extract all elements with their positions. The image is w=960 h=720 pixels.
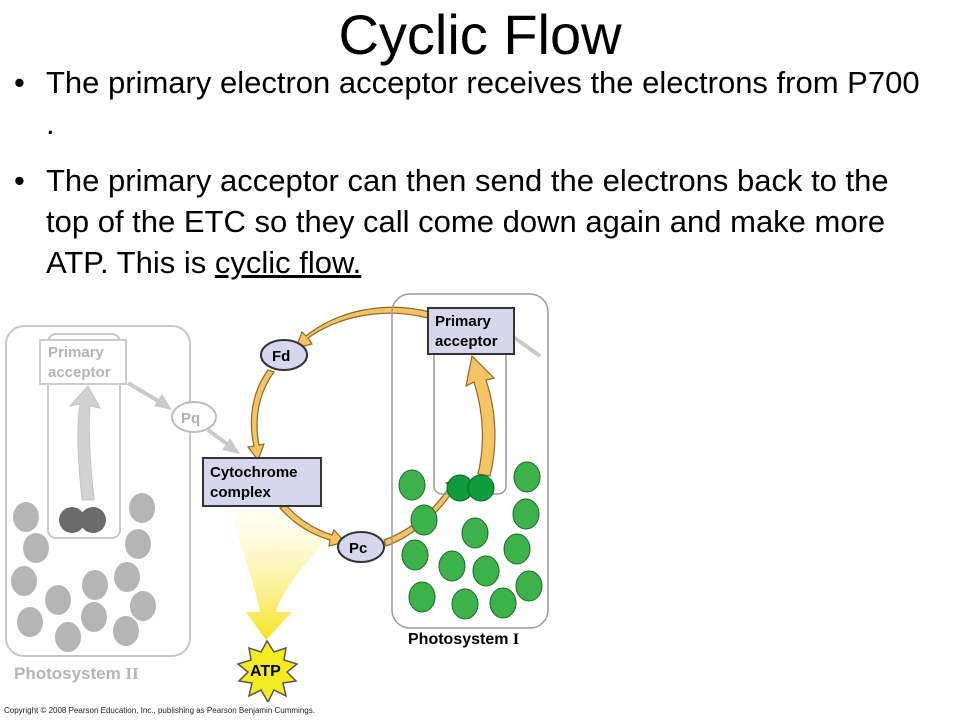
- ps2-name: Photosystem: [14, 664, 121, 683]
- atp-production: ATP: [230, 510, 326, 702]
- ps2-name-label: Photosystem II: [14, 664, 139, 683]
- atp-label: ATP: [250, 663, 281, 680]
- cytochrome-complex: Cytochrome complex: [202, 457, 322, 507]
- fd-label: Fd: [272, 348, 290, 365]
- ps1-primary-acceptor-box: [427, 307, 515, 355]
- ps2-acceptor-label-line2: acceptor: [48, 364, 111, 381]
- bullet-marker: •: [14, 163, 25, 198]
- atp-starburst: [236, 639, 299, 702]
- bullet-item: • The primary electron acceptor receives…: [0, 62, 930, 146]
- cytochrome-label-line1: Cytochrome: [210, 464, 298, 481]
- ps1-pigment-molecules: [398, 461, 543, 620]
- ps1-acceptor-label-line2: acceptor: [435, 333, 498, 350]
- acceptor-to-pq-arrow: [126, 381, 162, 404]
- photosystem-i: Primary acceptor Photosystem I: [391, 293, 549, 648]
- atp-beam: [230, 510, 326, 640]
- ps2-outer-box: [5, 325, 191, 657]
- ps2-acceptor-label-line1: Primary: [48, 344, 105, 361]
- ps2-inner-box: [47, 333, 121, 539]
- ps2-roman: II: [125, 664, 139, 683]
- ps2-primary-acceptor-box: [39, 339, 127, 385]
- p700-excitation-arrow: [465, 354, 496, 477]
- slide-title: Cyclic Flow: [338, 3, 622, 66]
- ps1-acceptor-label-line1: Primary: [435, 313, 492, 330]
- bullet-item: • The primary acceptor can then send the…: [0, 160, 930, 285]
- linear-flow-arrows: [126, 334, 542, 454]
- ps1-acceptor-outgoing-arrow: [510, 334, 542, 358]
- ferredoxin-carrier: Fd: [260, 339, 308, 371]
- ps1-roman: I: [513, 631, 519, 648]
- ps1-name-label: Photosystem I: [408, 631, 519, 648]
- plastocyanin-carrier: Pc: [337, 531, 385, 563]
- pq-label: Pq: [181, 410, 200, 427]
- ps1-name: Photosystem: [408, 631, 508, 648]
- copyright-notice: Copyright © 2008 Pearson Education, Inc.…: [4, 706, 315, 715]
- ps2-excitation-arrow: [68, 385, 101, 501]
- photosystem-ii: Primary acceptor Photosystem II: [5, 325, 191, 683]
- ps1-outer-box: [391, 293, 549, 629]
- bullet-text: The primary acceptor can then send the e…: [46, 160, 926, 283]
- pq-to-cytochrome-arrow: [206, 428, 232, 448]
- cytochrome-to-pc-arrow: [279, 504, 347, 547]
- ps2-pigment-molecules: [11, 493, 156, 652]
- plastoquinone-carrier: Pq: [171, 401, 217, 433]
- cytochrome-label-line2: complex: [210, 484, 272, 501]
- bullet-marker: •: [14, 65, 25, 100]
- bullet-text: The primary electron acceptor receives t…: [46, 65, 920, 141]
- fd-to-cytochrome-arrow: [246, 369, 275, 462]
- cyclic-flow-diagram: Primary acceptor Photosystem II: [5, 293, 549, 702]
- ps2-reaction-center: [59, 507, 106, 533]
- cyclic-flow-term: cyclic flow.: [214, 245, 362, 280]
- bullet-text-main: The primary acceptor can then send the e…: [46, 163, 889, 280]
- pc-label: Pc: [349, 540, 367, 557]
- acceptor-to-fd-arrow: [295, 306, 431, 349]
- ps1-reaction-center: [446, 474, 495, 502]
